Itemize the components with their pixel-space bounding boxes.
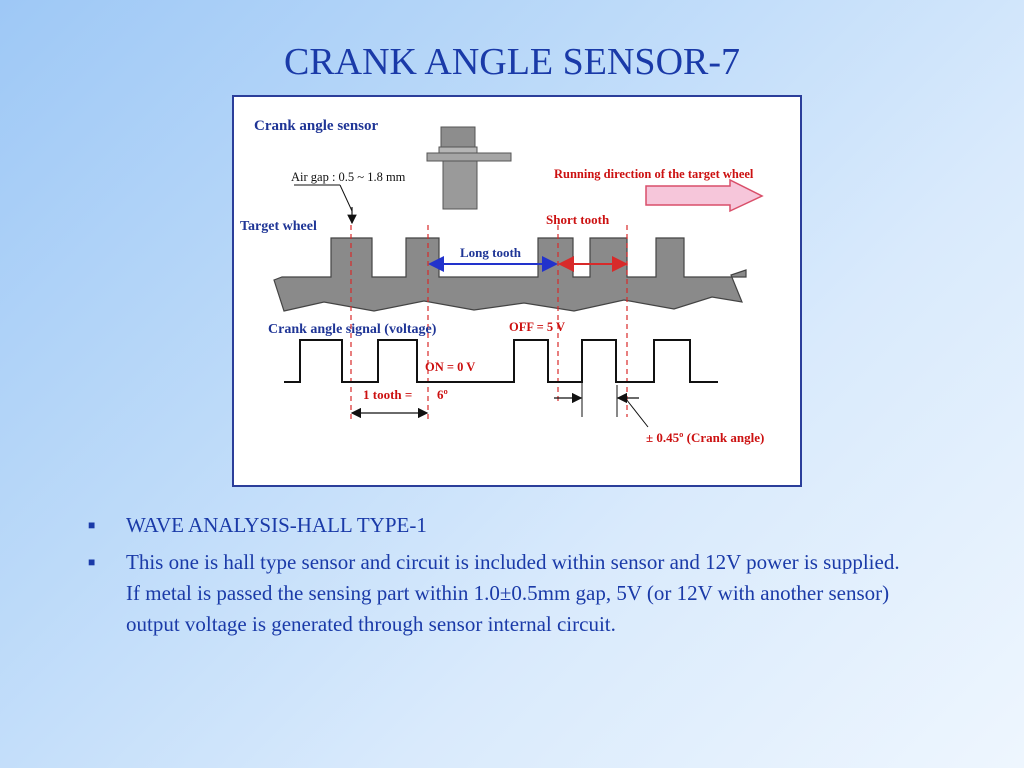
on-voltage-label: ON = 0 V (425, 360, 475, 374)
sensor-label: Crank angle sensor (254, 118, 379, 134)
bullet-text: This one is hall type sensor and circuit… (126, 550, 900, 636)
running-direction-arrow-icon (645, 178, 764, 213)
sensor-body (426, 126, 512, 210)
tolerance-leader (625, 398, 649, 428)
bullet-item: ■ WAVE ANALYSIS-HALL TYPE-1 (88, 510, 918, 541)
running-direction-label: Running direction of the target wheel (554, 167, 754, 181)
bullet-list: ■ WAVE ANALYSIS-HALL TYPE-1 ■ This one i… (88, 510, 918, 646)
target-wheel (273, 237, 747, 312)
crank-sensor-diagram: Crank angle sensor Air gap : 0.5 ~ 1.8 m… (232, 95, 802, 487)
tolerance-label: ± 0.45º (Crank angle) (646, 430, 764, 445)
tooth-angle-label: 1 tooth = (363, 387, 412, 402)
bullet-text: WAVE ANALYSIS-HALL TYPE-1 (126, 513, 427, 537)
bullet-item: ■ This one is hall type sensor and circu… (88, 547, 918, 640)
air-gap-label: Air gap : 0.5 ~ 1.8 mm (291, 170, 406, 184)
target-wheel-label: Target wheel (240, 219, 317, 234)
air-gap-leader-diagonal (339, 184, 353, 212)
off-voltage-label: OFF = 5 V (509, 320, 565, 334)
square-bullet-icon: ■ (88, 518, 96, 532)
tooth-angle-value: 6º (437, 387, 448, 402)
long-tooth-label: Long tooth (460, 245, 522, 260)
slide-title: CRANK ANGLE SENSOR-7 (283, 41, 741, 83)
crank-signal-waveform (284, 339, 718, 383)
reference-dashed-lines (350, 225, 628, 419)
square-bullet-icon: ■ (88, 555, 96, 569)
signal-label: Crank angle signal (voltage) (268, 322, 437, 337)
short-tooth-label: Short tooth (546, 212, 610, 227)
